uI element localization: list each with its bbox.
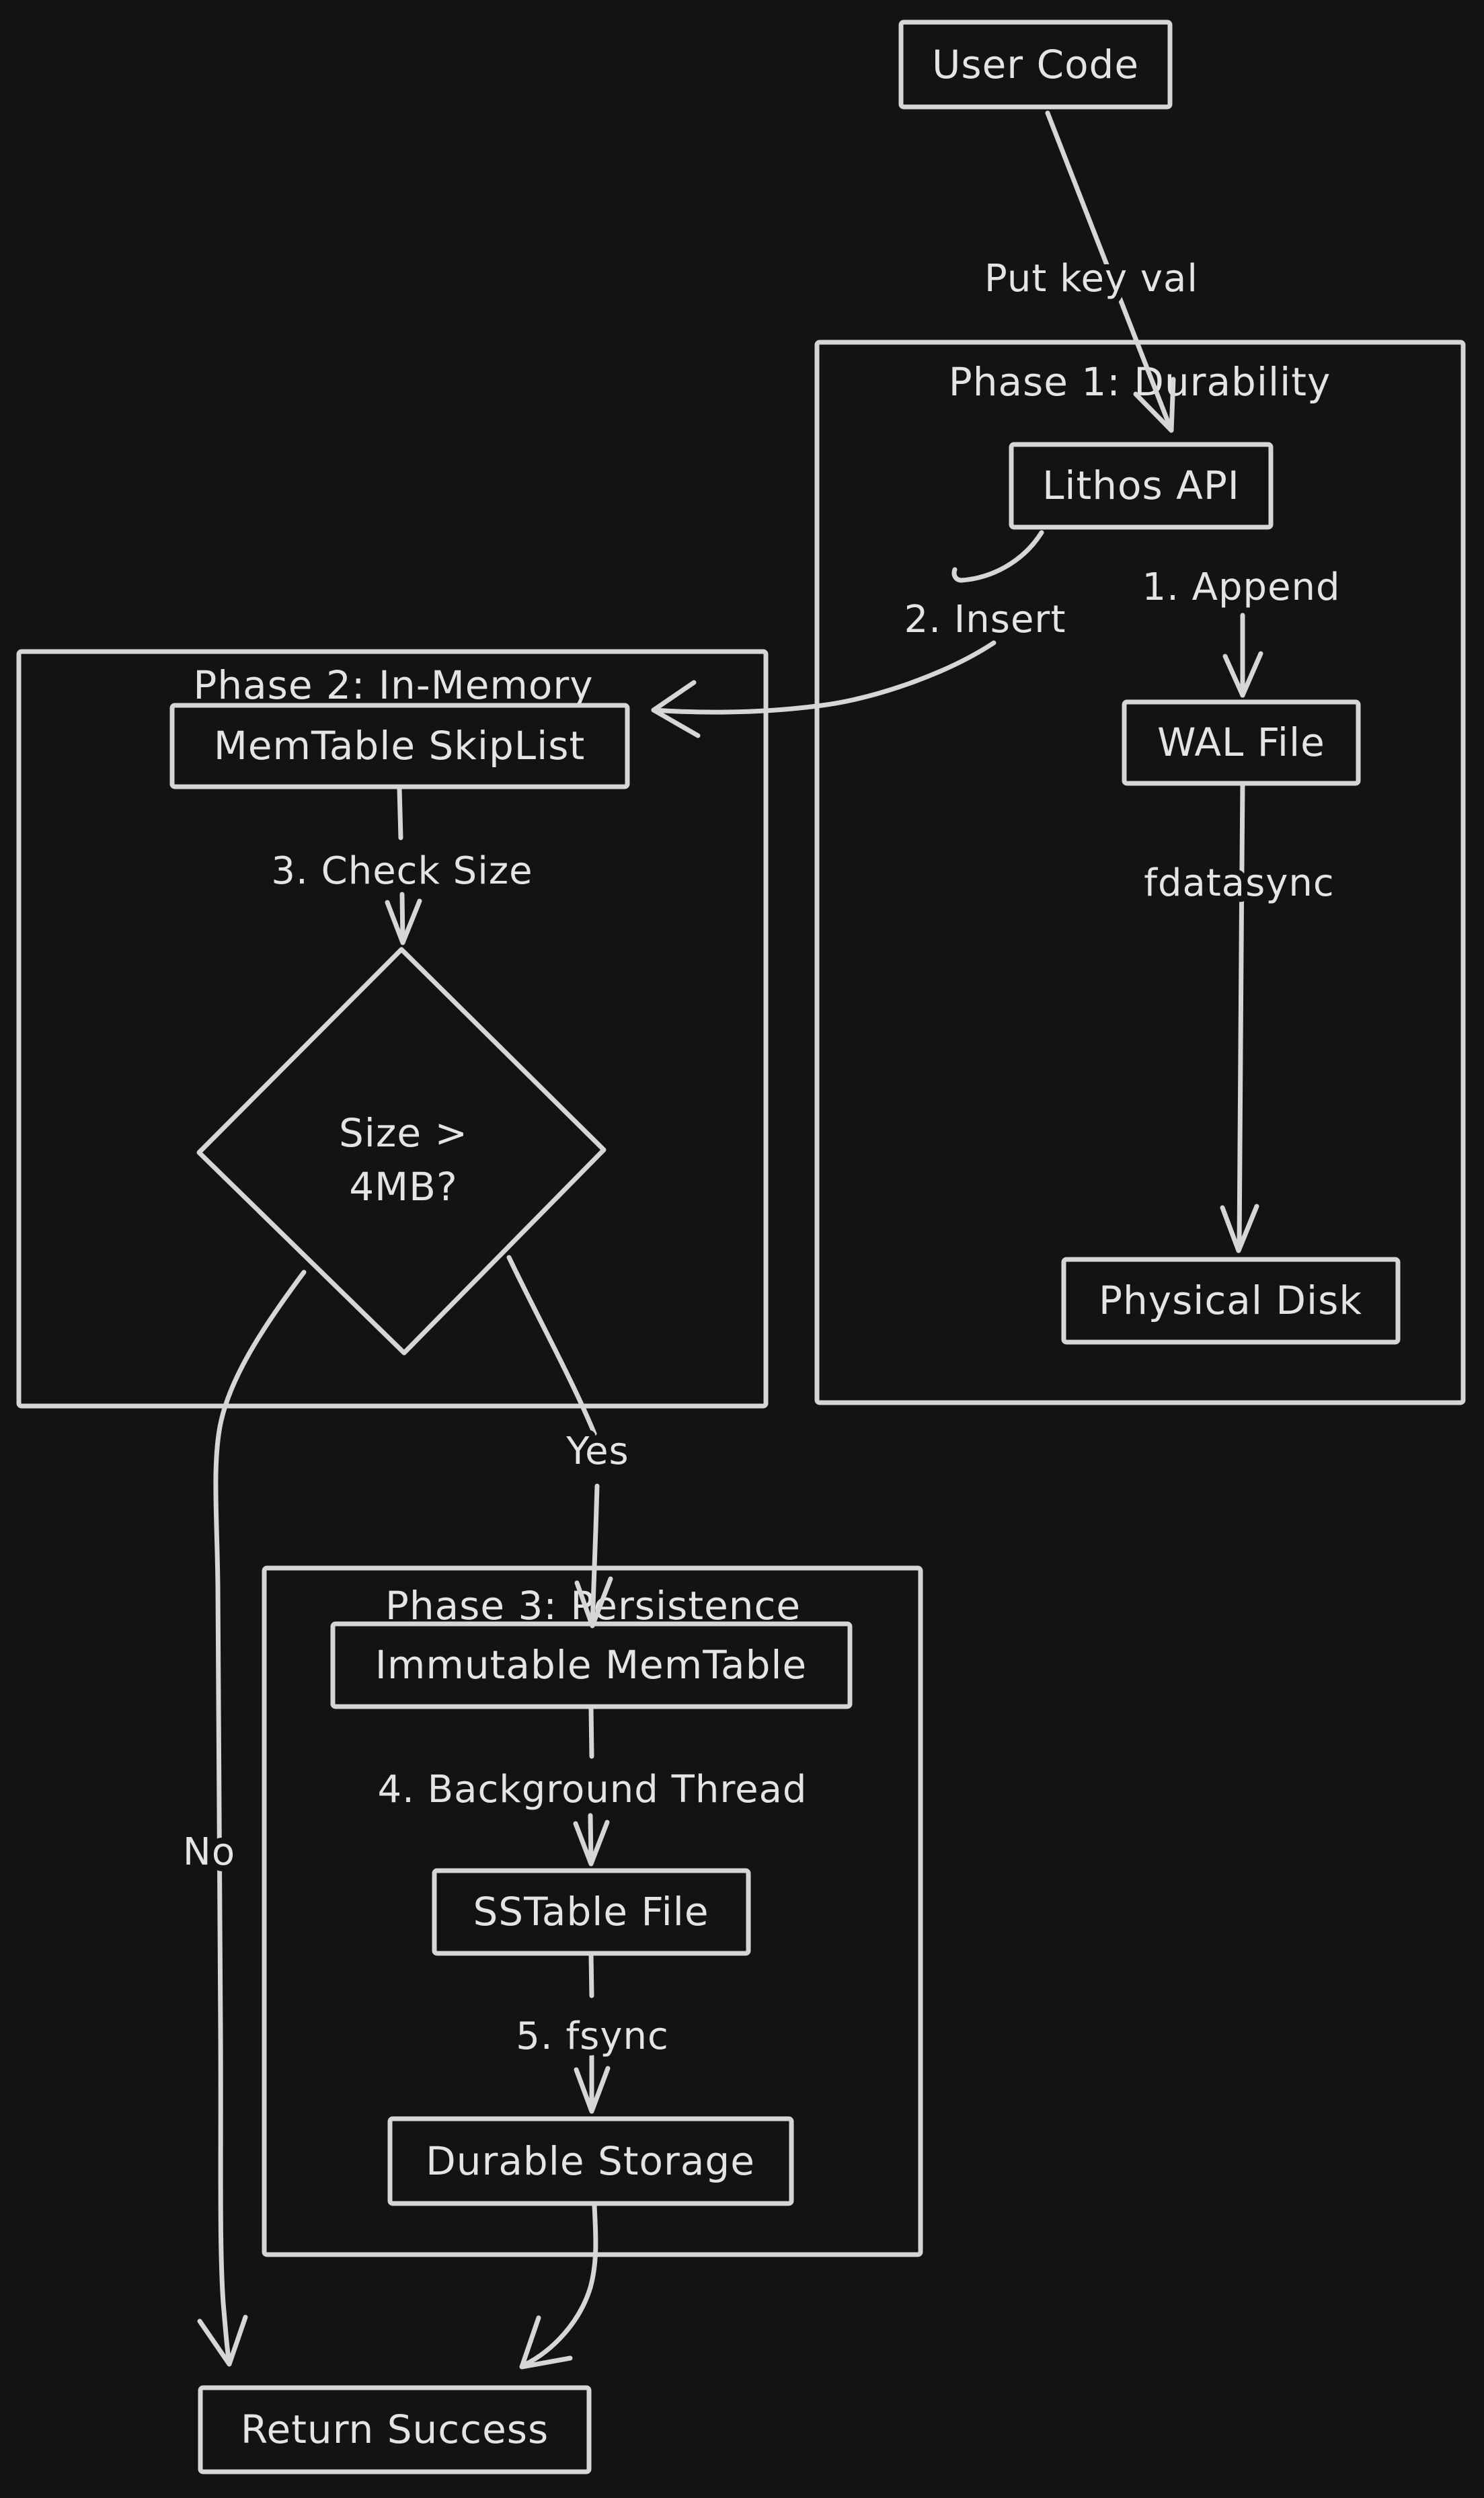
sstable-file-label: SSTable File — [473, 1889, 709, 1935]
lithos-api-label: Lithos API — [1042, 463, 1240, 508]
edge-fdatasync — [1220, 782, 1259, 1253]
arrowhead-down-icon — [1222, 651, 1263, 698]
arrowhead-down-left-icon — [519, 2315, 573, 2370]
arrowhead-left-icon — [651, 680, 701, 738]
memtable-skiplist-label: MemTable SkipList — [214, 723, 585, 769]
wal-file-label: WAL File — [1157, 719, 1325, 765]
return-success-node — [198, 2385, 592, 2474]
background-thread-label: 4. Background Thread — [378, 1768, 808, 1811]
durable-storage-node — [387, 2116, 794, 2206]
durable-storage-label: Durable Storage — [426, 2138, 755, 2184]
physical-disk-label: Physical Disk — [1099, 1278, 1362, 1323]
arrowhead-down-icon — [1220, 1204, 1259, 1253]
arrowhead-down-icon — [574, 2066, 611, 2114]
edge-background-thread — [573, 1705, 610, 1867]
fdatasync-label: fdatasync — [1144, 861, 1334, 905]
phase2-container — [16, 649, 769, 1409]
edge-fsync — [574, 1952, 611, 2114]
size-check-label-line2: 4MB? — [349, 1164, 458, 1210]
user-code-label: User Code — [932, 42, 1139, 87]
append-label: 1. Append — [1142, 565, 1340, 609]
immutable-memtable-label: Immutable MemTable — [375, 1642, 807, 1688]
phase1-container — [814, 340, 1466, 1405]
edge-durable-to-return — [519, 2203, 598, 2370]
arrowhead-down-icon — [1133, 377, 1176, 433]
edge-put-key-val — [1045, 110, 1176, 433]
fsync-label: 5. fsync — [516, 2015, 669, 2058]
size-check-label-line1: Size > — [339, 1110, 468, 1156]
no-label: No — [183, 1830, 235, 1874]
check-size-label: 3. Check Size — [271, 849, 533, 893]
put-key-val-label: Put key val — [984, 257, 1198, 301]
yes-label: Yes — [565, 1430, 629, 1473]
edge-append — [1222, 613, 1263, 698]
arrowhead-down-icon — [573, 1820, 610, 1867]
edge-no — [197, 1270, 307, 2367]
return-success-label: Return Success — [241, 2407, 549, 2452]
edge-insert — [651, 530, 1044, 738]
edge-check-size — [385, 785, 422, 945]
phase2-title: Phase 2: In-Memory — [193, 662, 593, 708]
insert-label: 2. Insert — [904, 598, 1066, 641]
physical-disk-node — [1061, 1257, 1401, 1345]
edge-yes — [506, 1255, 613, 1629]
size-check-decision-diamond — [196, 947, 607, 1356]
arrowhead-down-icon — [574, 1576, 613, 1629]
arrowhead-down-icon — [385, 898, 422, 945]
arrowhead-down-icon — [197, 2314, 248, 2367]
lithos-api-node — [1009, 442, 1274, 530]
user-code-node — [898, 19, 1173, 110]
